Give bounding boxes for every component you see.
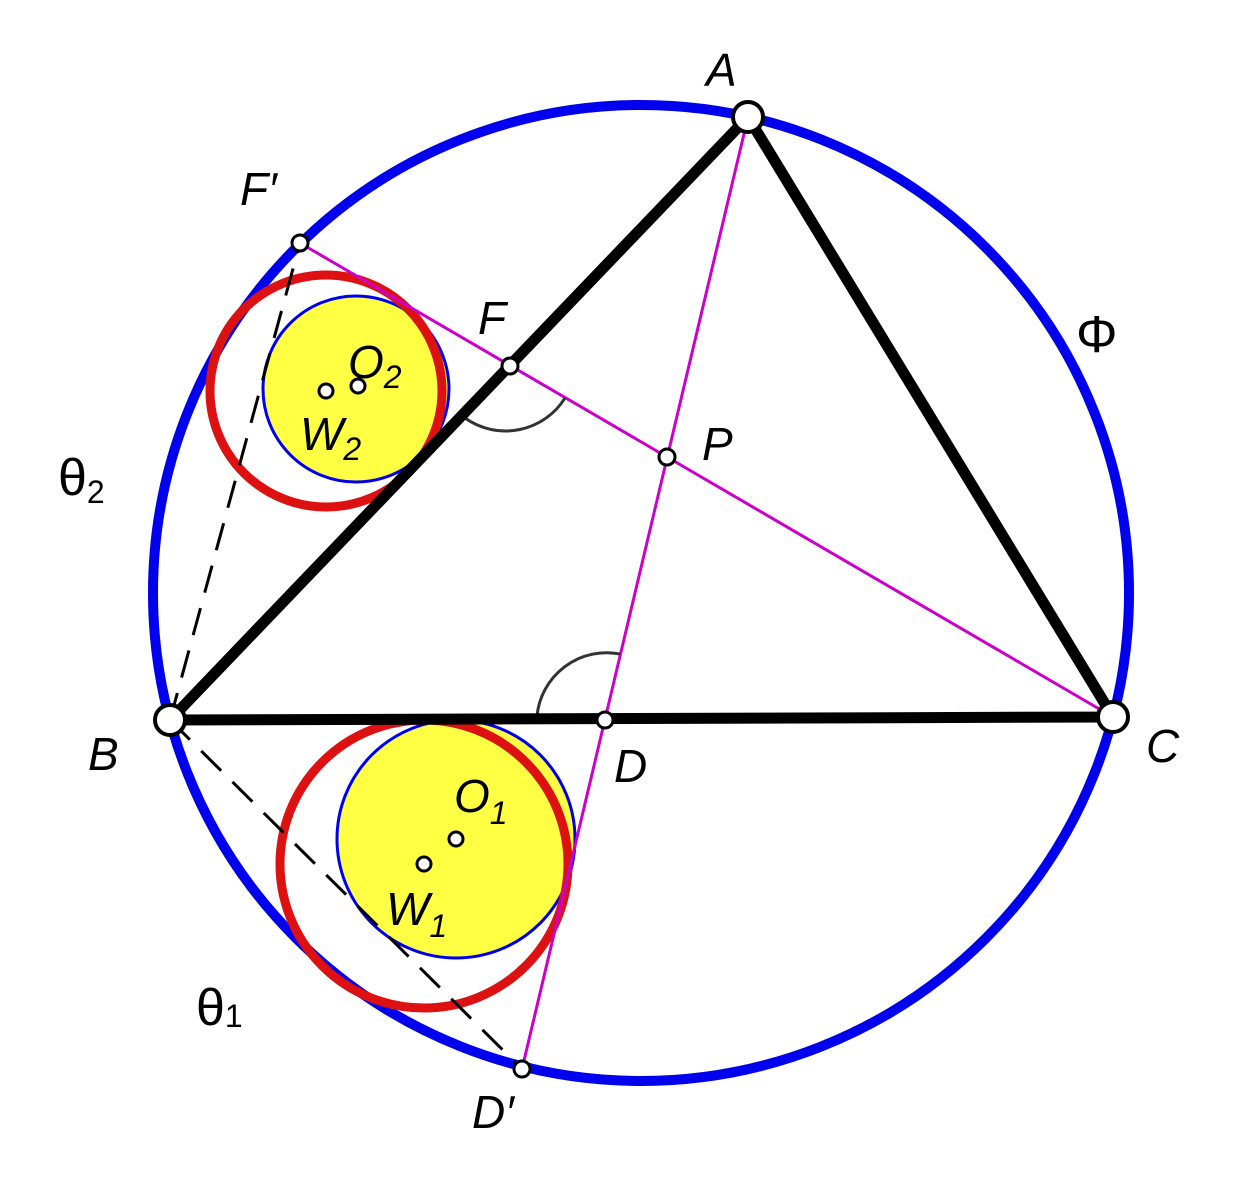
circumcircle-phi <box>148 100 1134 1086</box>
point-fprime <box>290 233 310 253</box>
point-p <box>657 447 677 467</box>
cevian-a-dprime <box>520 116 750 1070</box>
point-w2 <box>317 382 335 400</box>
label-a: A <box>703 44 737 96</box>
point-o1 <box>447 830 465 848</box>
point-dprime <box>512 1059 532 1079</box>
label-theta1: θ1 <box>196 979 243 1037</box>
label-f: F <box>478 292 509 344</box>
triangle-abc <box>164 111 1119 726</box>
label-b: B <box>88 728 119 780</box>
vertex-b <box>153 703 187 737</box>
label-theta2: θ2 <box>58 449 105 510</box>
angle-arc-f <box>464 397 567 433</box>
label-o1: O1 <box>454 770 508 831</box>
cevian-fprime-c <box>299 241 1114 719</box>
label-o2: O2 <box>348 336 402 395</box>
point-o2 <box>349 377 367 395</box>
label-phi: Φ <box>1076 306 1118 364</box>
label-d: D <box>614 740 647 792</box>
point-w1 <box>415 855 433 873</box>
point-f <box>500 356 520 376</box>
angle-arc-d <box>535 651 621 717</box>
dashed-line-b-dprime <box>168 718 524 1071</box>
dashed-line-b-fprime <box>168 242 302 721</box>
label-fprime: F′ <box>240 163 278 215</box>
label-p: P <box>702 418 733 470</box>
point-d <box>595 710 615 730</box>
label-w1: W1 <box>386 883 447 944</box>
label-w2: W2 <box>300 408 361 467</box>
circle-theta2-red <box>205 270 447 512</box>
vertex-c <box>1096 700 1130 734</box>
vertex-a <box>731 100 765 134</box>
label-c: C <box>1146 720 1180 772</box>
label-dprime: D′ <box>472 1086 515 1138</box>
